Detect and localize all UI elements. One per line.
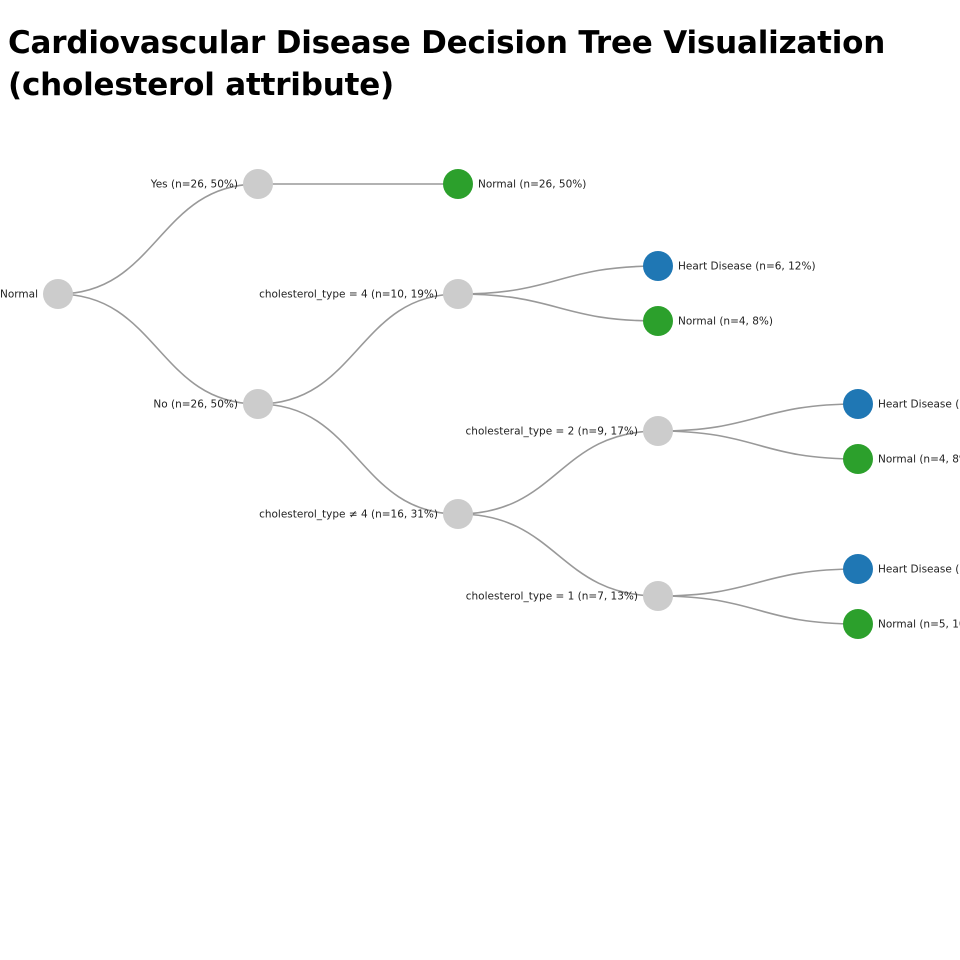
- tree-link-chol-eq-1-to-eq1-heart: [657, 568, 859, 597]
- tree-node-eq4-heart: Heart Disease (n=6, 12%): [643, 251, 816, 281]
- internal-node-circle: [643, 581, 673, 611]
- tree-node-chol-ne-4: cholesterol_type ≠ 4 (n=16, 31%): [259, 499, 473, 529]
- tree-link-chol-ne-4-to-chol-eq-2: [457, 430, 659, 515]
- normal-leaf-circle: [843, 609, 873, 639]
- node-label: Normal (n=26, 50%): [478, 179, 586, 191]
- normal-leaf-circle: [843, 444, 873, 474]
- tree-node-eq1-normal: Normal (n=5, 10%): [843, 609, 960, 639]
- node-label: Heart Disease (n=5, 10%): [878, 399, 960, 411]
- node-label: Normal (n=4, 8%): [678, 316, 773, 328]
- tree-node-eq4-normal: Normal (n=4, 8%): [643, 306, 773, 336]
- node-label: Yes (n=26, 50%): [150, 179, 238, 191]
- tree-link-chol-eq-2-to-eq2-heart: [657, 403, 859, 432]
- tree-link-chol-ne-4-to-chol-eq-1: [457, 513, 659, 597]
- node-label: Heart Disease (n=6, 12%): [678, 261, 816, 273]
- heart-disease-leaf-circle: [843, 554, 873, 584]
- tree-link-chol-eq-1-to-eq1-normal: [657, 595, 859, 625]
- heart-disease-leaf-circle: [843, 389, 873, 419]
- tree-link-root-to-no: [57, 293, 259, 405]
- tree-link-chol-eq-4-to-eq4-normal: [457, 293, 659, 322]
- tree-link-no-to-chol-ne-4: [257, 403, 459, 515]
- node-label: cholesterol_type ≠ 4 (n=16, 31%): [259, 509, 438, 521]
- node-label: Normal: [0, 289, 38, 301]
- tree-node-chol-eq-1: cholesterol_type = 1 (n=7, 13%): [466, 581, 673, 611]
- tree-node-yes: Yes (n=26, 50%): [150, 169, 273, 199]
- node-label: cholesterol_type = 4 (n=10, 19%): [259, 289, 438, 301]
- page-title: Cardiovascular Disease Decision Tree Vis…: [8, 25, 886, 103]
- tree-node-chol-eq-2: cholesteral_type = 2 (n=9, 17%): [466, 416, 673, 446]
- tree-node-eq2-normal: Normal (n=4, 8%): [843, 444, 960, 474]
- node-label: cholesteral_type = 2 (n=9, 17%): [466, 426, 638, 438]
- internal-node-circle: [243, 389, 273, 419]
- normal-leaf-circle: [643, 306, 673, 336]
- tree-link-chol-eq-2-to-eq2-normal: [657, 430, 859, 460]
- tree-nodes: Normal Yes (n=26, 50%) No (n=26, 50%) Norma…: [0, 169, 960, 639]
- tree-links: [57, 183, 859, 625]
- node-label: Normal (n=4, 8%): [878, 454, 960, 466]
- node-label: Heart Disease (n=2, 4%): [878, 564, 960, 576]
- normal-leaf-circle: [443, 169, 473, 199]
- node-label: cholesterol_type = 1 (n=7, 13%): [466, 591, 638, 603]
- tree-link-no-to-chol-eq-4: [257, 293, 459, 405]
- tree-link-chol-eq-4-to-eq4-heart: [457, 265, 659, 295]
- node-label: No (n=26, 50%): [153, 399, 238, 411]
- tree-node-no: No (n=26, 50%): [153, 389, 273, 419]
- heart-disease-leaf-circle: [643, 251, 673, 281]
- tree-node-eq1-heart: Heart Disease (n=2, 4%): [843, 554, 960, 584]
- internal-node-circle: [443, 279, 473, 309]
- tree-node-yes-normal: Normal (n=26, 50%): [443, 169, 586, 199]
- tree-link-root-to-yes: [57, 183, 259, 295]
- node-label: Normal (n=5, 10%): [878, 619, 960, 631]
- internal-node-circle: [243, 169, 273, 199]
- tree-node-eq2-heart: Heart Disease (n=5, 10%): [843, 389, 960, 419]
- tree-node-root: Normal: [0, 279, 73, 309]
- internal-node-circle: [43, 279, 73, 309]
- internal-node-circle: [443, 499, 473, 529]
- tree-node-chol-eq-4: cholesterol_type = 4 (n=10, 19%): [259, 279, 473, 309]
- internal-node-circle: [643, 416, 673, 446]
